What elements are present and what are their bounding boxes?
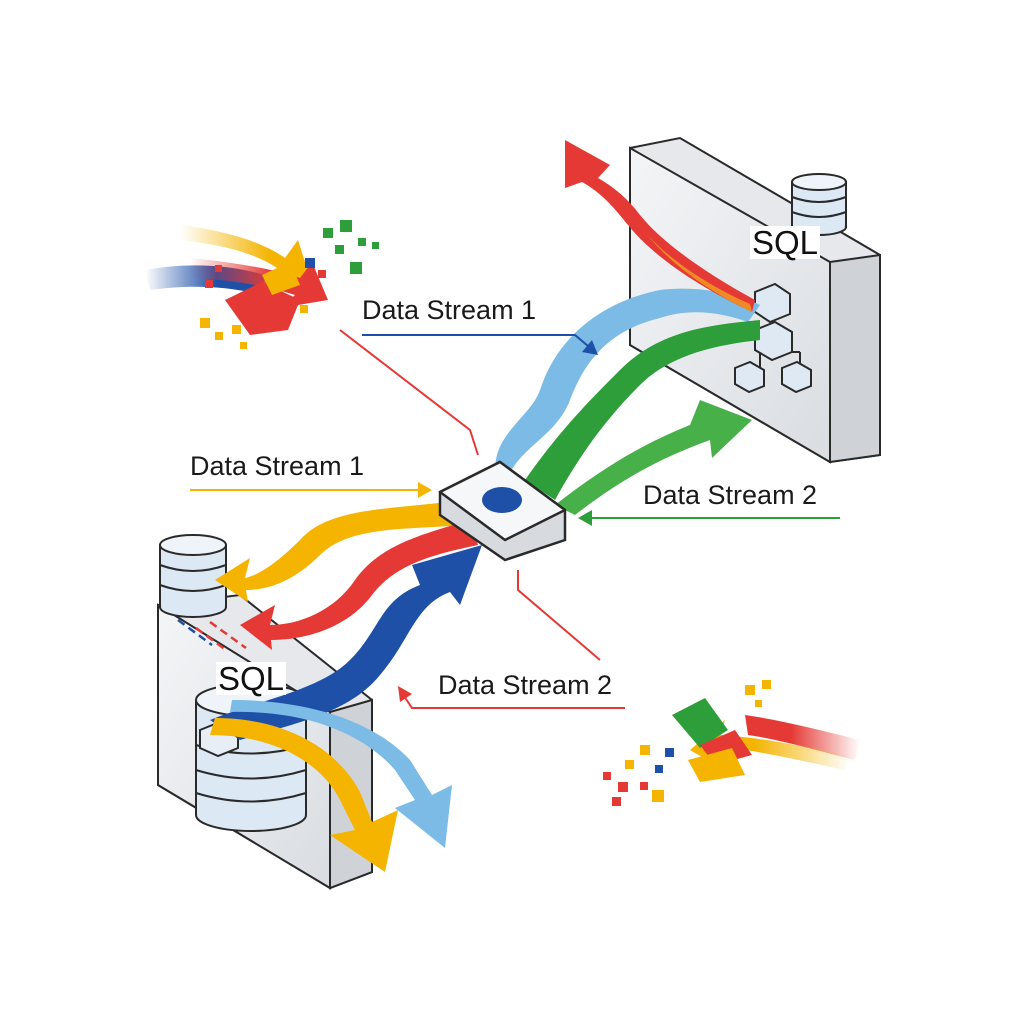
ribbon-dark-blue bbox=[210, 545, 482, 740]
hub-port-icon bbox=[482, 487, 522, 513]
node-tree-icon bbox=[734, 282, 812, 394]
ribbon-yellow-left bbox=[215, 500, 462, 602]
stream-streaks-left bbox=[177, 618, 247, 652]
label-data-stream-2-bottom: Data Stream 2 bbox=[438, 670, 613, 700]
data-burst-top-left bbox=[145, 220, 379, 349]
label-data-stream-1-top: Data Stream 1 bbox=[362, 295, 537, 325]
label-data-stream-2-right: Data Stream 2 bbox=[643, 480, 818, 510]
label-data-stream-1-left: Data Stream 1 bbox=[190, 451, 365, 481]
ribbon-light-blue-top bbox=[495, 288, 760, 490]
ribbon-red-left bbox=[240, 520, 478, 650]
data-burst-bottom-right bbox=[603, 680, 860, 806]
ribbon-red-top bbox=[565, 140, 755, 312]
ribbon-light-blue-bottom bbox=[230, 700, 452, 848]
server-label-top-right: SQL bbox=[750, 224, 821, 261]
database-icon-bottom-small bbox=[159, 534, 227, 618]
ribbon-green-top bbox=[525, 320, 760, 500]
ribbon-orange-top bbox=[640, 226, 752, 312]
server-label-bottom-left: SQL bbox=[216, 660, 287, 697]
hub-node bbox=[438, 460, 567, 562]
callout-lines bbox=[190, 329, 840, 709]
ribbon-green-lower bbox=[555, 400, 752, 515]
ribbon-yellow-bottom bbox=[210, 718, 398, 872]
